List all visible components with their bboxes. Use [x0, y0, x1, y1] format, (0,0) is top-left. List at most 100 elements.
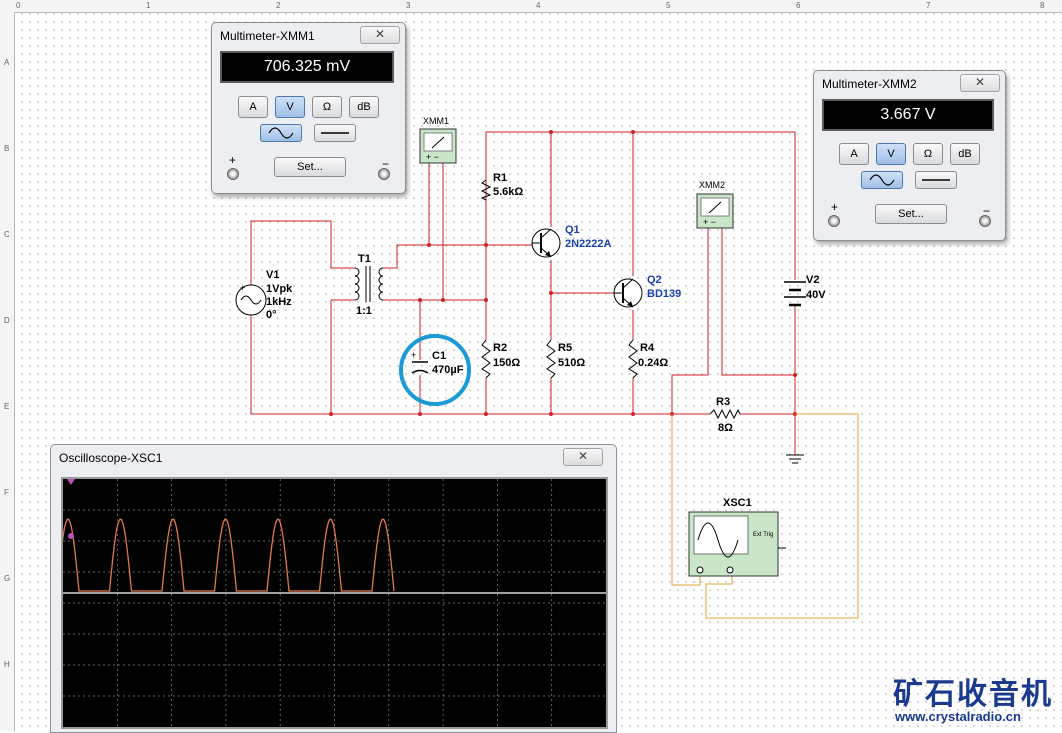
q1-ref: Q1 — [565, 224, 580, 236]
sine-wave-icon — [869, 174, 895, 186]
multimeter-xmm2-symbol[interactable]: XMM2 + − — [696, 180, 734, 229]
ruler-tick: H — [4, 660, 10, 669]
ruler-tick: 5 — [666, 1, 671, 10]
voltmeter-mode-button[interactable]: V — [876, 143, 906, 165]
voltmeter-mode-button[interactable]: V — [275, 96, 305, 118]
window-title: Oscilloscope-XSC1 — [59, 451, 163, 465]
meter-reading-display: 706.325 mV — [220, 51, 394, 83]
decibel-mode-button[interactable]: dB — [950, 143, 980, 165]
set-button[interactable]: Set... — [875, 204, 947, 224]
dc-mode-button[interactable] — [915, 171, 957, 189]
capacitor-c1[interactable]: + C1 470µF — [399, 334, 471, 406]
polarity-plus: + — [240, 283, 245, 293]
ruler-tick: 8 — [1040, 1, 1045, 10]
transistor-q1[interactable]: Q1 2N2222A — [531, 224, 612, 258]
resistor-r4[interactable]: R4 0.24Ω — [628, 339, 668, 379]
v2-value: 40V — [806, 289, 826, 301]
ohmmeter-mode-button[interactable]: Ω — [913, 143, 943, 165]
watermark-logo: 矿石收音机 — [893, 678, 1053, 711]
c1-value: 470µF — [432, 364, 464, 376]
dc-source-v2[interactable]: V2 40V — [784, 274, 826, 307]
dc-line-icon — [321, 132, 349, 134]
sine-wave-icon — [268, 127, 294, 139]
ground-symbol — [786, 454, 804, 464]
trigger-marker-icon[interactable] — [67, 479, 75, 485]
oscilloscope-xsc1-window[interactable]: Oscilloscope-XSC1 ✕ — [50, 444, 617, 733]
ruler-tick: 6 — [796, 1, 801, 10]
oscilloscope-display — [56, 479, 606, 727]
ammeter-mode-button[interactable]: A — [238, 96, 268, 118]
ruler-tick: D — [4, 316, 10, 325]
ruler-tick: B — [4, 144, 10, 153]
ruler-tick: 7 — [926, 1, 931, 10]
c1-ref: C1 — [432, 350, 446, 362]
dc-mode-button[interactable] — [314, 124, 356, 142]
r1-value: 5.6kΩ — [493, 186, 523, 198]
scope-wires — [671, 413, 859, 619]
junction-dots — [329, 130, 797, 416]
ruler-tick: F — [4, 488, 9, 497]
r4-ref: R4 — [640, 342, 655, 354]
close-icon[interactable]: ✕ — [960, 74, 1000, 92]
ac-mode-button[interactable] — [260, 124, 302, 142]
oscilloscope-xsc1-symbol[interactable]: XSC1 Ext Trig — [688, 497, 786, 577]
negative-terminal[interactable] — [378, 168, 390, 180]
decibel-mode-button[interactable]: dB — [349, 96, 379, 118]
t1-ratio: 1:1 — [356, 305, 372, 317]
multimeter-xmm1-symbol[interactable]: XMM1 + − — [419, 116, 457, 164]
ruler-tick: 3 — [406, 1, 411, 10]
ohmmeter-mode-button[interactable]: Ω — [312, 96, 342, 118]
close-icon[interactable]: ✕ — [563, 448, 603, 466]
resistor-r2[interactable]: R2 150Ω — [481, 339, 520, 379]
negative-terminal-label: − — [382, 157, 390, 171]
resistor-r1[interactable]: R1 5.6kΩ — [480, 172, 523, 201]
close-icon[interactable]: ✕ — [360, 26, 400, 44]
xmm2-terminals: + − — [703, 217, 716, 227]
meter-reading-display: 3.667 V — [822, 99, 994, 131]
dc-line-icon — [922, 179, 950, 181]
highlight-circle — [399, 334, 471, 406]
r3-value: 8Ω — [718, 422, 733, 434]
left-ruler: A B C D E F G H — [0, 12, 15, 731]
xmm1-terminals: + − — [426, 152, 439, 162]
watermark-url: www.crystalradio.cn — [895, 709, 1021, 724]
ruler-tick: 0 — [16, 1, 21, 10]
r5-ref: R5 — [558, 342, 572, 354]
ruler-tick: 4 — [536, 1, 541, 10]
r3-ref: R3 — [716, 396, 730, 408]
v1-ref: V1 — [266, 269, 279, 281]
r2-ref: R2 — [493, 342, 507, 354]
ruler-tick: 1 — [146, 1, 151, 10]
positive-terminal[interactable] — [828, 215, 840, 227]
ruler-tick: E — [4, 402, 10, 411]
r1-ref: R1 — [493, 172, 507, 184]
v1-amplitude: 1Vpk — [266, 283, 293, 295]
ruler-tick: A — [4, 58, 10, 67]
xsc1-ref: XSC1 — [723, 497, 752, 509]
multimeter-xmm2-window[interactable]: Multimeter-XMM2 ✕ 3.667 V A V Ω dB Set..… — [813, 70, 1006, 241]
resistor-r3[interactable]: R3 8Ω — [709, 396, 741, 434]
ammeter-mode-button[interactable]: A — [839, 143, 869, 165]
ac-mode-button[interactable] — [861, 171, 903, 189]
negative-terminal-label: − — [983, 204, 991, 218]
multimeter-xmm1-window[interactable]: Multimeter-XMM1 ✕ 706.325 mV A V Ω dB Se… — [211, 22, 406, 194]
r2-value: 150Ω — [493, 357, 520, 369]
q2-model: BD139 — [647, 288, 681, 300]
v2-ref: V2 — [806, 274, 819, 286]
oscilloscope-screen[interactable] — [56, 477, 608, 729]
transformer-t1[interactable]: T1 1:1 — [354, 253, 384, 317]
transistor-q2[interactable]: Q2 BD139 — [613, 274, 681, 308]
channel-marker-icon[interactable] — [68, 533, 74, 539]
scope-trace — [56, 518, 395, 592]
t1-ref: T1 — [358, 253, 371, 265]
set-button[interactable]: Set... — [274, 157, 346, 177]
negative-terminal[interactable] — [979, 215, 991, 227]
xmm2-ref: XMM2 — [699, 180, 725, 190]
resistor-r5[interactable]: R5 510Ω — [546, 339, 585, 379]
positive-terminal-label: + — [831, 200, 839, 214]
ruler-tick: G — [4, 574, 11, 583]
ac-source-v1[interactable]: + V1 1Vpk 1kHz 0° — [235, 269, 293, 321]
positive-terminal[interactable] — [227, 168, 239, 180]
polarity-plus: + — [411, 350, 416, 360]
